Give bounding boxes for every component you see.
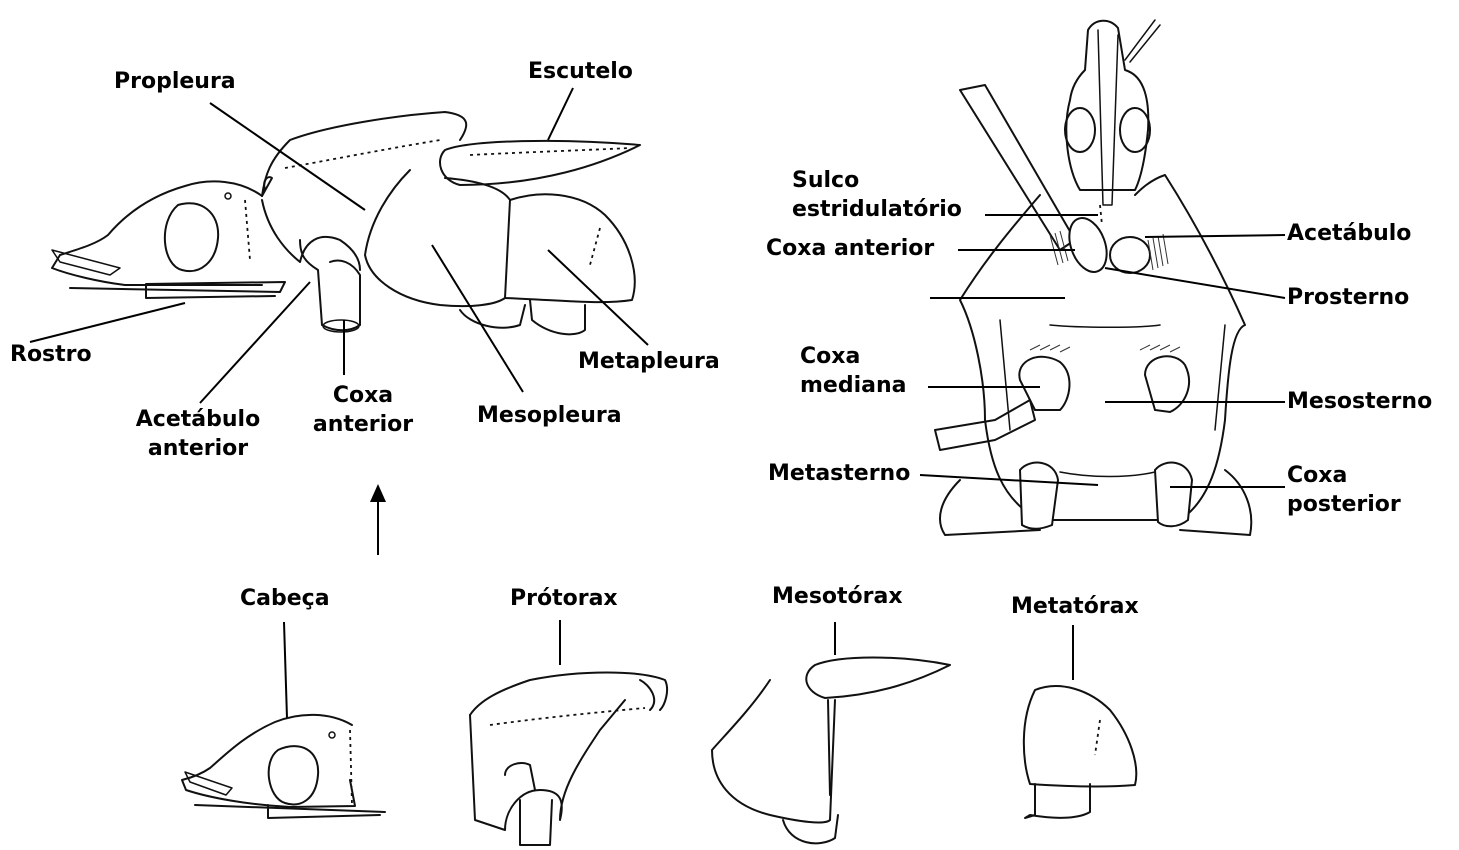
lateral-scutellum-suture [470, 148, 630, 155]
segment-leader-lines [284, 620, 1073, 718]
label-coxa-posterior-line2: posterior [1287, 490, 1401, 519]
lateral-scutellum [440, 141, 640, 185]
ventral-rostrum [1098, 30, 1118, 205]
label-coxa-mediana-line2: mediana [800, 371, 907, 400]
lateral-front-coxa [300, 240, 360, 330]
ventral-metasternum-line [1060, 472, 1155, 477]
label-acetabulo-anterior-line2: anterior [128, 434, 268, 463]
lateral-eye [165, 203, 218, 271]
label-acetabulo-anterior: Acetábulo anterior [128, 405, 268, 463]
arrow-head [370, 484, 386, 502]
label-metasterno: Metasterno [768, 459, 910, 488]
lateral-leader-lines [30, 88, 648, 403]
label-mesotorax: Mesotórax [772, 582, 903, 611]
label-escutelo: Escutelo [528, 57, 633, 86]
segment-head-drawing [182, 715, 385, 818]
label-protorax: Prótorax [510, 584, 618, 613]
label-coxa-mediana-line1: Coxa [800, 342, 907, 371]
lateral-metapleura [505, 194, 635, 302]
label-coxa-mediana: Coxa mediana [800, 342, 907, 400]
label-metatorax: Metatórax [1011, 592, 1139, 621]
ventral-antenna-right [1125, 20, 1160, 62]
lateral-view-drawing [52, 112, 640, 334]
label-prosterno: Prosterno [1287, 283, 1409, 312]
label-sulco-line2: estridulatório [792, 195, 962, 224]
lateral-pronotum [262, 112, 466, 196]
label-acetabulo-anterior-line1: Acetábulo [128, 405, 268, 434]
arrow-up [370, 484, 386, 555]
ventral-eye-right [1120, 108, 1150, 152]
label-mesopleura: Mesopleura [477, 401, 622, 430]
ventral-mesosternum-line [1050, 325, 1160, 327]
lateral-ocellus [225, 193, 231, 199]
lateral-propleura [262, 200, 360, 270]
lateral-head-suture [245, 200, 250, 260]
label-coxa-posterior: Coxa posterior [1287, 461, 1401, 519]
ventral-front-coxa-right [1110, 237, 1150, 273]
ventral-view-drawing [935, 20, 1251, 535]
label-coxa-anterior-lateral: Coxa anterior [298, 381, 428, 439]
ventral-sulcus-dots [1100, 205, 1102, 225]
ventral-hind-coxa-left [1020, 463, 1058, 529]
label-coxa-posterior-line1: Coxa [1287, 461, 1401, 490]
ventral-eye-left [1065, 108, 1095, 152]
ventral-middle-hatch [1030, 345, 1180, 352]
label-mesosterno: Mesosterno [1287, 387, 1432, 416]
ventral-hind-margin [940, 470, 1251, 535]
label-acetabulo: Acetábulo [1287, 219, 1411, 248]
ventral-middle-coxa-right [1145, 356, 1189, 412]
lateral-pronotal-angle [262, 177, 272, 196]
label-coxa-anterior-lateral-line2: anterior [298, 410, 428, 439]
label-propleura: Propleura [114, 67, 236, 96]
label-rostro: Rostro [10, 340, 92, 369]
label-cabeca: Cabeça [240, 584, 330, 613]
label-coxa-anterior-ventral: Coxa anterior [766, 234, 934, 263]
segment-metathorax-drawing [1024, 686, 1136, 818]
lateral-pronotum-suture [285, 140, 440, 168]
ventral-hind-coxa-right [1155, 463, 1192, 527]
label-sulco-line1: Sulco [792, 166, 962, 195]
lateral-metapleura-suture [590, 228, 600, 265]
label-coxa-anterior-lateral-line1: Coxa [298, 381, 428, 410]
segment-mesothorax-drawing [712, 658, 950, 844]
ventral-front-leg [960, 85, 1075, 250]
label-metapleura: Metapleura [578, 347, 720, 376]
segment-prothorax-drawing [470, 673, 667, 846]
label-sulco-estridulatorio: Sulco estridulatório [792, 166, 962, 224]
lateral-mesopleura [365, 170, 510, 306]
